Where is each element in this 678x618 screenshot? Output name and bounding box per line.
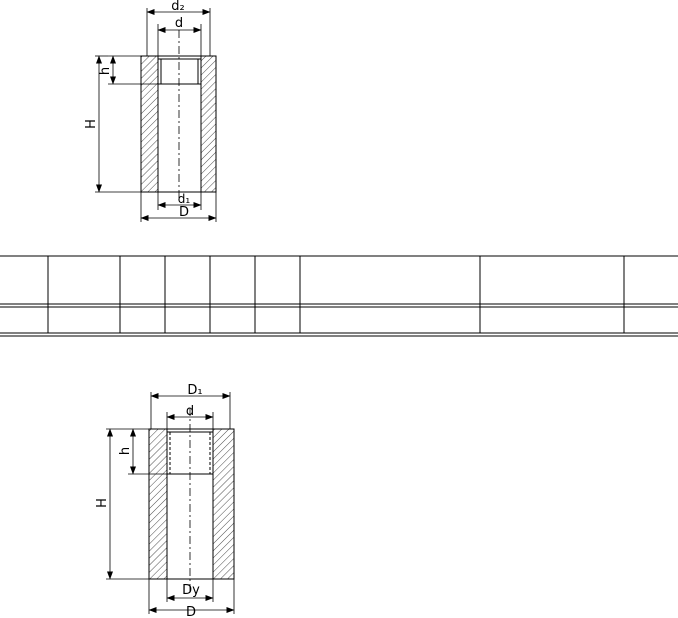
top-fitting-drawing bbox=[95, 8, 217, 222]
label-d2: d₂ bbox=[171, 0, 184, 14]
label-D: D bbox=[179, 205, 189, 220]
top-left-wall-hatch bbox=[140, 55, 159, 193]
label-h: h bbox=[98, 67, 113, 75]
label-H: H bbox=[84, 119, 99, 129]
top-drawing-labels: d₂ d h H d₁ D bbox=[84, 0, 190, 220]
label-d1: d₁ bbox=[178, 192, 191, 206]
bottom-fitting-drawing bbox=[106, 392, 235, 614]
label-h-bottom: h bbox=[118, 447, 133, 455]
label-H-bottom: H bbox=[95, 498, 110, 508]
bottom-drawing-labels: D₁ d h H Dy D bbox=[95, 383, 203, 618]
top-right-wall-hatch bbox=[200, 55, 217, 193]
label-D-bottom: D bbox=[186, 605, 196, 618]
label-D1: D₁ bbox=[187, 383, 202, 398]
bottom-left-wall-hatch bbox=[148, 428, 168, 580]
spec-table bbox=[0, 255, 678, 337]
top-thread bbox=[157, 58, 202, 85]
label-Dy: Dy bbox=[182, 583, 200, 598]
top-bore bbox=[157, 83, 202, 193]
label-d: d bbox=[175, 16, 183, 31]
bottom-right-wall-hatch bbox=[212, 428, 235, 580]
label-d-bottom: d bbox=[186, 404, 194, 419]
